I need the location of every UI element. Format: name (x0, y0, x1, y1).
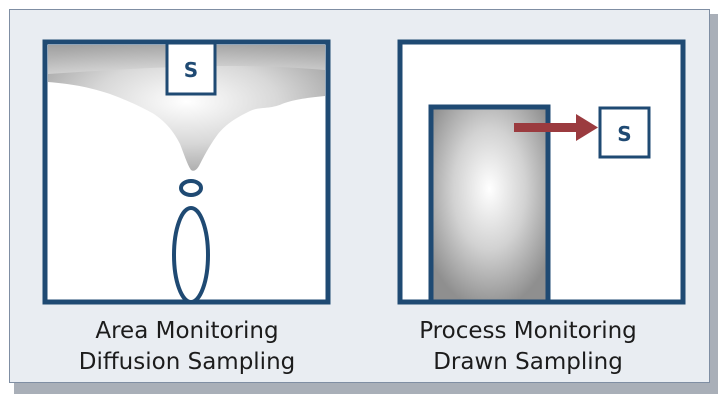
area-monitoring-diagram: S (42, 39, 331, 305)
process-caption-title: Process Monitoring (419, 318, 637, 344)
process-sensor-box (598, 106, 651, 159)
process-monitoring-diagram: S (397, 39, 686, 305)
area-monitoring-caption: Area Monitoring Diffusion Sampling (42, 316, 332, 378)
leak-source-ring (179, 179, 203, 197)
sample-arrow-head (576, 114, 598, 141)
process-caption-subtitle: Drawn Sampling (433, 349, 623, 375)
area-caption-title: Area Monitoring (95, 318, 279, 344)
sample-line (514, 123, 580, 132)
area-sensor-box (165, 41, 217, 96)
leak-source-vessel (172, 206, 210, 304)
area-sensor-label: S (184, 58, 198, 82)
process-vessel (428, 104, 551, 305)
area-caption-subtitle: Diffusion Sampling (78, 349, 296, 375)
gas-plume (48, 45, 325, 171)
process-monitoring-caption: Process Monitoring Drawn Sampling (383, 316, 673, 378)
process-sensor-label: S (617, 122, 631, 146)
